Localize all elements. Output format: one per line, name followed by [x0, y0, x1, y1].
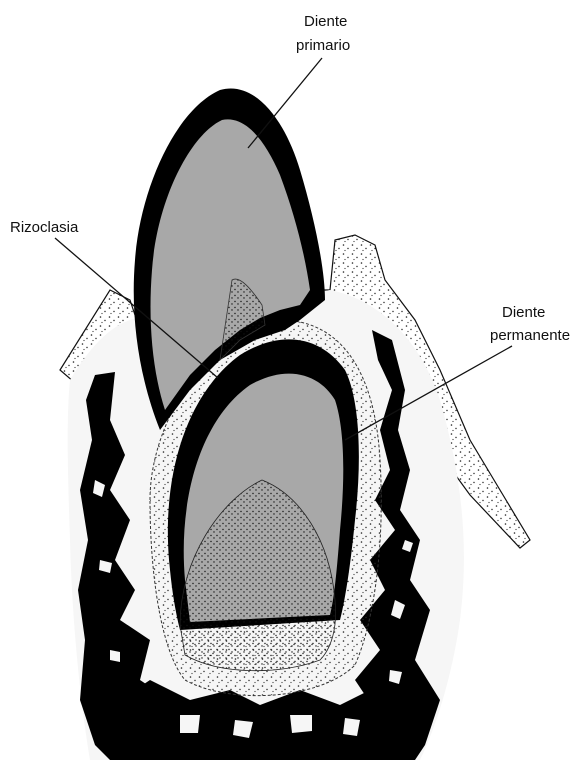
- label-diente-primario-2: primario: [296, 37, 350, 54]
- label-diente-primario-1: Diente: [304, 13, 347, 30]
- label-diente-permanente-2: permanente: [490, 327, 570, 344]
- label-rizoclasia: Rizoclasia: [10, 219, 79, 236]
- label-diente-permanente-1: Diente: [502, 304, 545, 321]
